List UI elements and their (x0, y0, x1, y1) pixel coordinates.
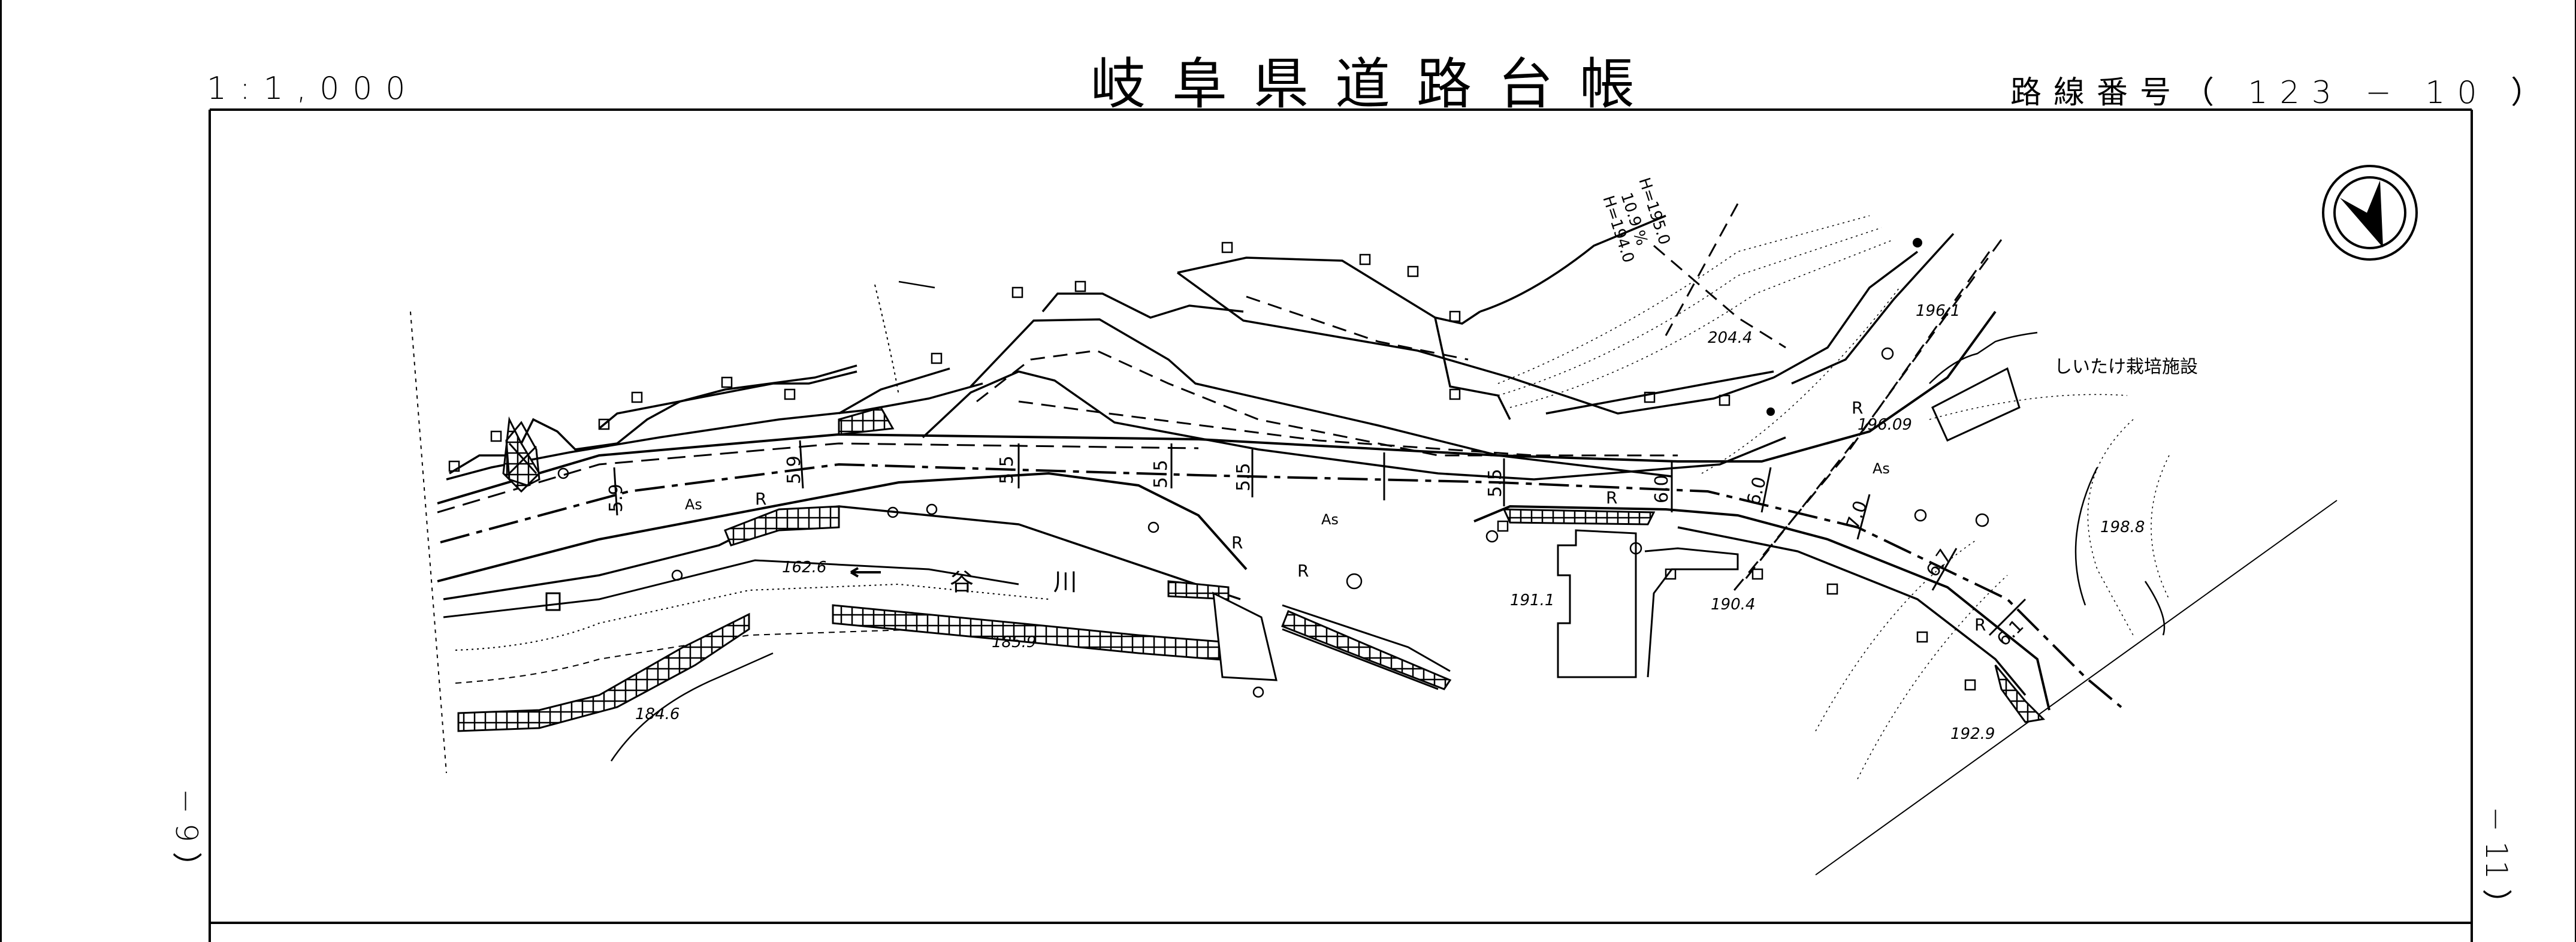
guardrail-label: R (1852, 398, 1863, 418)
map-scale: 1:1,000 (207, 71, 419, 107)
control-points (1766, 238, 1922, 416)
road-width-label: 6.0 (1651, 475, 1672, 503)
road-width-label: 6.1 (1993, 615, 2028, 650)
retaining-walls (446, 215, 1955, 481)
shiitake-facility-building (1931, 367, 2021, 442)
road-width-label: 5.5 (1485, 469, 1506, 497)
guardrail-label: R (1297, 561, 1309, 581)
route-number: 路線番号（ 123 − 10 ） (2010, 75, 2554, 111)
road-width-label: 5.5 (1150, 460, 1171, 488)
road-width-label: 5.9 (784, 455, 805, 484)
flow-direction-arrow-icon (850, 567, 881, 578)
elevation-label: 190.4 (1711, 596, 1755, 614)
survey-markers (448, 241, 1976, 691)
sheet-left-edge (0, 0, 2, 942)
elevation-label: 196.09 (1858, 416, 1912, 434)
road-width-labels: 5.9 5.9 5.5 5.5 5.5 5.5 6.0 6.0 7.0 6.7 … (606, 455, 2028, 650)
surface-label: As (685, 496, 702, 513)
buildings (1557, 367, 2021, 678)
utility-poles (557, 347, 1989, 698)
river-name: 谷 川 (950, 569, 1113, 596)
guardrail-label: R (1606, 488, 1617, 508)
transmission-tower-icon (505, 421, 561, 611)
elevation-label: 198.8 (2100, 518, 2145, 536)
road-width-label: 5.9 (606, 484, 627, 512)
north-arrow-icon (2322, 165, 2418, 261)
guardrail-label: R (1231, 533, 1243, 552)
road-width-label: 5.5 (996, 455, 1017, 484)
surface-labels: As As As (685, 460, 1890, 528)
survey-boundaries (410, 284, 2338, 875)
surface-label: As (1321, 511, 1339, 528)
guardrail-labels: R R R R R R (755, 398, 1986, 635)
sheet-right-edge (2575, 0, 2576, 942)
road-width-label: 6.0 (1743, 475, 1771, 508)
revetment-blocks (457, 406, 2046, 732)
guardrail-label: R (1974, 615, 1986, 635)
contour-lines (1497, 215, 2170, 780)
elevation-labels: 204.4 196.1 196.09 198.8 162.6 185.9 184… (635, 302, 2145, 743)
elevation-label: 185.9 (992, 633, 1036, 651)
terrain-lines (610, 280, 2166, 762)
elevation-label: 196.1 (1916, 302, 1960, 320)
road-width-label: 6.7 (1922, 545, 1956, 581)
bridge (1212, 591, 1278, 681)
road-width-label: 5.5 (1233, 463, 1254, 491)
elevation-label: 192.9 (1950, 725, 1995, 743)
map-frame (209, 108, 2473, 942)
elevation-label: 204.4 (1708, 329, 1752, 347)
slope-lines (976, 203, 2003, 594)
width-ticks (613, 440, 2027, 636)
surface-label: As (1873, 460, 1890, 477)
guardrail-label: R (755, 489, 766, 509)
elevation-label: 184.6 (635, 705, 680, 723)
page-title: 岐阜県道路台帳 (1091, 52, 1662, 116)
facility-label: しいたけ栽培施設 (2054, 357, 2198, 378)
road-centerline (440, 463, 2122, 708)
elevation-label: 191.1 (1510, 591, 1554, 609)
river-banks (443, 505, 1451, 690)
contour-height-labels: H=194.0 10.9 % H=195.0 (1599, 176, 1673, 265)
elevation-label: 162.6 (782, 558, 826, 576)
